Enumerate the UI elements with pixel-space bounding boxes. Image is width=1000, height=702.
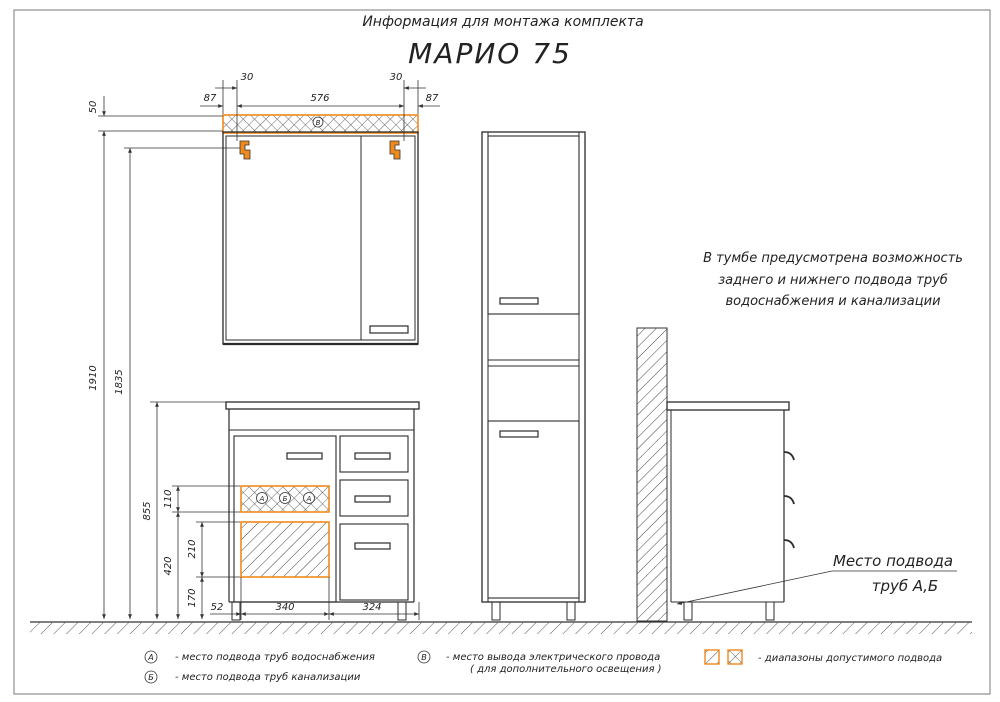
legend-a-text: - место подвода труб водоснабжения	[175, 651, 375, 663]
dim-v-420: 420	[163, 556, 174, 575]
dim-top-30-right: 30	[390, 72, 403, 83]
tall-lower-handle	[499, 430, 539, 438]
mirror-cabinet: В	[222, 114, 419, 346]
legend-marker-a	[144, 650, 158, 664]
legend-hatch-swatch	[704, 649, 720, 665]
legend-marker-b-label: Б	[148, 673, 154, 682]
legend-cross-swatch	[727, 649, 743, 665]
marker-a-left	[256, 492, 268, 504]
note-rear-supply-line1: В тумбе предусмотрена возможность	[703, 251, 963, 266]
dim-top-87-left: 87	[204, 93, 217, 104]
marker-v-mirror-label: В	[316, 119, 321, 127]
dim-v-210: 210	[187, 539, 198, 558]
marker-b-label: Б	[283, 495, 288, 503]
marker-a-left-label: А	[259, 495, 265, 503]
legend-v-text-line1: - место вывода электрического провода	[446, 652, 660, 663]
tall-upper-handle	[499, 297, 539, 305]
mirror-door-handle	[369, 325, 409, 334]
dim-top-576: 576	[310, 93, 329, 104]
bottom-dimensions	[210, 577, 420, 620]
dim-top-30-left: 30	[241, 72, 254, 83]
dim-v-1835: 1835	[114, 369, 125, 394]
dim-top-87-right: 87	[426, 93, 439, 104]
dim-v-1910: 1910	[88, 365, 99, 390]
pipe-place-callout	[676, 570, 957, 605]
marker-v-mirror	[312, 116, 324, 128]
marker-a-right	[303, 492, 315, 504]
note-rear-supply-line3: водоснабжения и канализации	[725, 294, 940, 309]
marker-b	[279, 492, 291, 504]
tall-cabinet	[481, 131, 586, 621]
side-view-cabinet	[666, 401, 795, 621]
legend: А - место подвода труб водоснабжения Б -…	[144, 649, 942, 684]
legend-ranges-text: - диапазоны допустимого подвода	[758, 653, 942, 664]
dim-v-50: 50	[88, 101, 99, 114]
drain-range-zone	[240, 521, 330, 578]
dim-b-52: 52	[211, 602, 224, 613]
dim-b-340: 340	[275, 602, 294, 613]
page-frame	[13, 9, 991, 695]
note-rear-supply-line2: заднего и нижнего подвода труб	[718, 273, 948, 288]
marker-a-right-label: А	[306, 495, 312, 503]
dim-v-170: 170	[187, 588, 198, 607]
dim-v-110: 110	[163, 489, 174, 508]
side-view-wall	[636, 327, 668, 622]
dim-b-324: 324	[362, 602, 381, 613]
legend-marker-v-label: В	[421, 653, 427, 662]
vanity-cabinet	[225, 401, 420, 621]
left-vertical-dimensions	[98, 96, 240, 619]
hook-left-icon	[239, 140, 251, 160]
legend-b-text: - место подвода труб канализации	[175, 671, 361, 683]
dim-v-855: 855	[142, 501, 153, 520]
floor-line	[30, 621, 972, 634]
pipe-place-label-line1: Место подвода	[833, 552, 953, 570]
legend-marker-v	[417, 650, 431, 664]
legend-v-text-line2: ( для дополнительного освещения )	[470, 664, 662, 675]
hook-right-icon	[389, 140, 401, 160]
legend-marker-a-label: А	[147, 653, 153, 662]
legend-marker-b	[144, 670, 158, 684]
vanity-door-handle	[286, 452, 323, 460]
pipe-place-label-line2: труб А,Б	[872, 577, 938, 595]
drawing-subtitle: Информация для монтажа комплекта	[362, 14, 643, 30]
top-dimensions	[200, 80, 440, 141]
drawing-title: МАРИО 75	[408, 37, 572, 70]
